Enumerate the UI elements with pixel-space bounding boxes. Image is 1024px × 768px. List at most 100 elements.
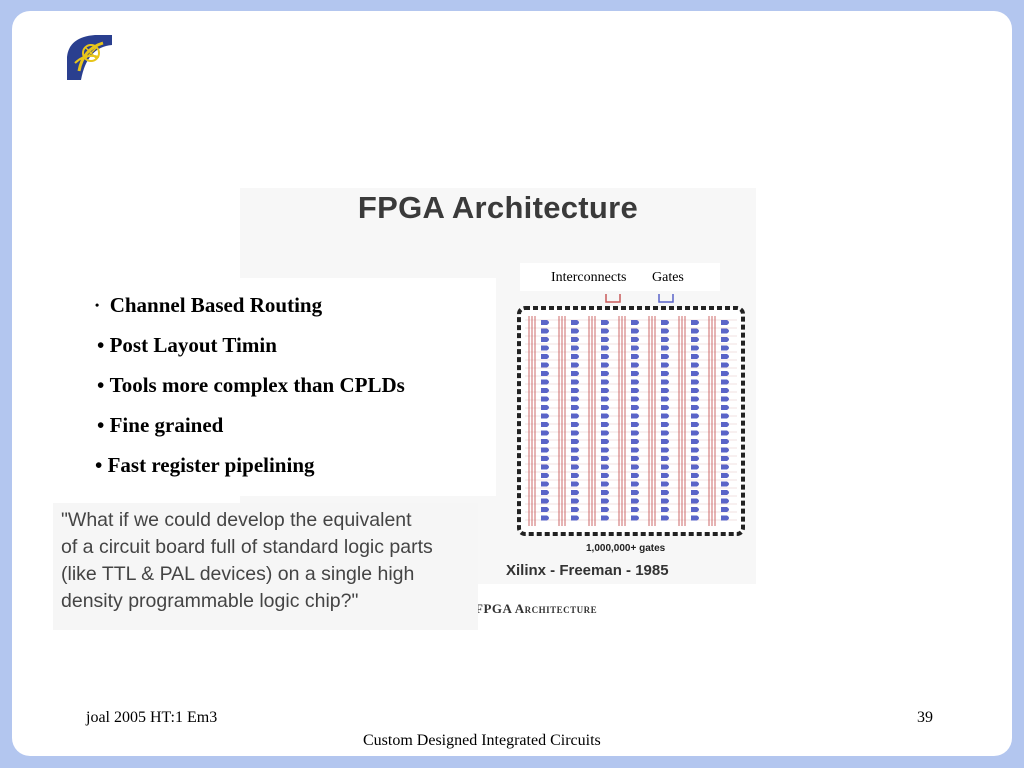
logic-gate: [661, 422, 669, 427]
logic-gate: [631, 362, 639, 368]
logic-gate: [571, 447, 579, 453]
logic-gate: [721, 354, 729, 359]
logic-gate: [721, 464, 729, 470]
logic-gate: [661, 498, 669, 504]
logic-gate: [691, 422, 699, 427]
logic-gate: [721, 396, 729, 402]
chip-caption: 1,000,000+ gates: [586, 543, 666, 554]
logic-gate: [691, 362, 699, 368]
logic-gate: [571, 379, 579, 385]
figure-title: FPGA Architecture: [357, 190, 639, 225]
logic-gate: [601, 481, 609, 487]
logic-gate: [541, 328, 549, 334]
logic-gate: [541, 396, 549, 402]
logic-gate: [571, 413, 579, 419]
logic-gate: [571, 354, 579, 359]
logic-gate: [631, 371, 639, 376]
logic-gate: [541, 422, 549, 427]
logic-gate: [721, 362, 729, 368]
logic-gate: [571, 422, 579, 427]
logic-gate: [541, 481, 549, 487]
logic-gate: [721, 345, 729, 351]
logic-gate: [691, 481, 699, 487]
logic-gate: [541, 379, 549, 385]
logic-gate: [631, 430, 639, 436]
logic-gate: [631, 456, 639, 461]
logic-gate: [691, 396, 699, 402]
logic-gate: [721, 498, 729, 504]
logic-gate: [571, 507, 579, 512]
logic-gate: [631, 490, 639, 495]
logic-gate: [601, 498, 609, 504]
logic-gate: [601, 354, 609, 359]
logic-gate: [721, 405, 729, 410]
logic-gate: [571, 405, 579, 410]
logic-gate: [721, 507, 729, 512]
logic-gate: [571, 388, 579, 393]
logic-gate: [541, 473, 549, 478]
logic-gate: [571, 498, 579, 504]
logic-gate: [541, 413, 549, 419]
logic-gate: [721, 481, 729, 487]
logic-gate: [601, 396, 609, 402]
logic-gate: [721, 388, 729, 393]
logic-gate: [661, 413, 669, 419]
logic-gate: [601, 337, 609, 342]
logic-gate: [631, 439, 639, 444]
logic-gate: [691, 447, 699, 453]
logic-gate: [721, 515, 729, 521]
logic-gate: [631, 481, 639, 487]
logic-gate: [631, 320, 639, 325]
logic-gate: [541, 362, 549, 368]
logic-gate: [691, 439, 699, 444]
logic-gate: [661, 379, 669, 385]
logic-gate: [571, 464, 579, 470]
logic-gate: [691, 413, 699, 419]
quote-line: "What if we could develop the equivalent: [61, 509, 412, 531]
logic-gate: [661, 328, 669, 334]
logic-gate: [661, 345, 669, 351]
quote-line: of a circuit board full of standard logi…: [61, 536, 433, 558]
logic-gate: [541, 405, 549, 410]
bullet-dot: •: [95, 298, 100, 312]
logic-gate: [661, 481, 669, 487]
logic-gate: [601, 320, 609, 325]
logic-gate: [601, 362, 609, 368]
figure-subcaption-text: FPGA Architecture: [475, 601, 598, 616]
logic-gate: [721, 447, 729, 453]
logic-gate: [571, 362, 579, 368]
logic-gate: [721, 328, 729, 334]
logic-gate: [691, 320, 699, 325]
logic-gate: [721, 413, 729, 419]
logic-gate: [691, 379, 699, 385]
logic-gate: [691, 405, 699, 410]
logic-gate: [601, 464, 609, 470]
quote-line: density programmable logic chip?": [61, 590, 359, 612]
logic-gate: [541, 388, 549, 393]
logic-gate: [631, 345, 639, 351]
logic-gate: [601, 379, 609, 385]
logic-gate: [661, 464, 669, 470]
logic-gate: [601, 439, 609, 444]
logic-gate: [541, 354, 549, 359]
figure-subcaption: FPGA Architecture: [475, 601, 597, 617]
bullet-item: • Channel Based Routing: [95, 293, 322, 318]
logic-gate: [631, 515, 639, 521]
logic-gate: [631, 413, 639, 419]
logic-gate: [631, 354, 639, 359]
logic-gate: [661, 320, 669, 325]
logic-gate: [661, 405, 669, 410]
fpga-chip-diagram: [517, 294, 745, 536]
logic-gate: [661, 473, 669, 478]
logic-gate: [691, 430, 699, 436]
logic-gate: [721, 337, 729, 342]
logic-gate: [661, 507, 669, 512]
logic-gate: [631, 396, 639, 402]
logic-gate: [541, 447, 549, 453]
logic-gate: [631, 328, 639, 334]
logic-gate: [691, 498, 699, 504]
logic-gate: [601, 328, 609, 334]
chip-credit: Xilinx - Freeman - 1985: [506, 562, 669, 579]
logic-gate: [541, 507, 549, 512]
logic-gate: [691, 473, 699, 478]
